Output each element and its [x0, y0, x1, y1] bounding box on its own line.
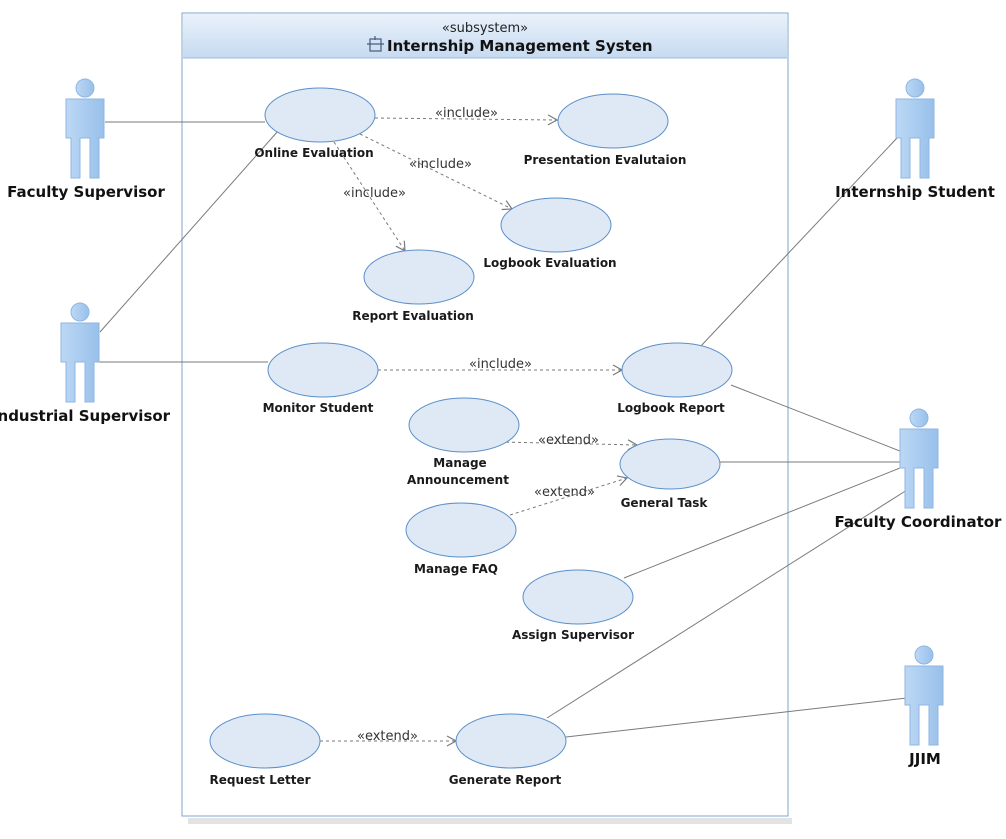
actor-figure-icon [899, 408, 939, 509]
system-title: Internship Management Systen [387, 37, 653, 55]
use-case-label: Manage FAQ [414, 562, 498, 576]
use-case-logbook-evaluation[interactable]: Logbook Evaluation [483, 197, 617, 270]
label-extend-faq: «extend» [534, 485, 595, 500]
actor-faculty-supervisor[interactable] [65, 78, 105, 179]
use-case-label: Logbook Evaluation [483, 256, 616, 270]
actor-label-faculty-coordinator: Faculty Coordinator [835, 513, 1003, 531]
label-include-presentation: «include» [435, 106, 498, 121]
use-case-label: Manage [433, 456, 486, 470]
associations [95, 121, 908, 738]
use-case-monitor-student[interactable]: Monitor Student [263, 342, 379, 415]
subsystem-icon [367, 36, 384, 52]
actor-figure-icon [895, 78, 935, 179]
system-header [183, 14, 787, 58]
relation-labels: «include» «include» «include» «include» … [343, 106, 599, 744]
label-extend-announcement: «extend» [538, 433, 599, 448]
actor-label-industrial-supervisor: Industrial Supervisor [0, 407, 171, 425]
label-extend-request-letter: «extend» [357, 729, 418, 744]
actor-figure-icon [904, 645, 944, 746]
include-arrow-report [333, 141, 406, 253]
actor-industrial-supervisor[interactable] [60, 302, 100, 403]
use-case-generate-report[interactable]: Generate Report [449, 713, 567, 787]
use-case-label: Generate Report [449, 773, 562, 787]
use-case-label: General Task [621, 496, 709, 510]
use-case-online-evaluation[interactable]: Online Evaluation [254, 87, 376, 160]
use-case-logbook-report[interactable]: Logbook Report [617, 342, 733, 415]
label-include-report: «include» [343, 186, 406, 201]
actors: Faculty Supervisor Industrial Supervisor… [0, 78, 1003, 768]
use-case-label: Online Evaluation [254, 146, 373, 160]
assoc-jjim-generate-report [565, 697, 908, 738]
use-case-label: Logbook Report [617, 401, 725, 415]
use-case-report-evaluation[interactable]: Report Evaluation [352, 249, 475, 323]
use-case-label: Report Evaluation [352, 309, 474, 323]
include-arrow-logbook [359, 133, 514, 211]
use-cases: Online Evaluation Presentation Evalutaio… [209, 87, 733, 787]
assoc-coordinator-logbook-report [730, 384, 906, 454]
assoc-coordinator-generate-report [546, 489, 908, 719]
include-arrow-presentation [374, 114, 559, 126]
assoc-industrial-supervisor-online-evaluation [99, 130, 279, 333]
label-include-logbook: «include» [409, 157, 472, 172]
actor-label-jjim: JJIM [908, 750, 941, 768]
assoc-coordinator-assign-supervisor [623, 465, 906, 579]
actor-figure-icon [60, 302, 100, 403]
use-case-request-letter[interactable]: Request Letter [209, 713, 321, 787]
use-case-label: Announcement [407, 473, 509, 487]
use-case-assign-supervisor[interactable]: Assign Supervisor [512, 569, 634, 642]
actor-jjim[interactable] [904, 645, 944, 746]
use-case-presentation-evaluation[interactable]: Presentation Evalutaion [524, 93, 687, 167]
use-case-label: Assign Supervisor [512, 628, 634, 642]
actor-label-faculty-supervisor: Faculty Supervisor [7, 183, 165, 201]
use-case-manage-faq[interactable]: Manage FAQ [405, 502, 517, 576]
system-stereotype: «subsystem» [442, 21, 528, 36]
extend-arrow-faq [509, 475, 629, 516]
assoc-internship-student-logbook-report [699, 137, 898, 348]
label-include-logbook-report: «include» [469, 357, 532, 372]
actor-faculty-coordinator[interactable] [899, 408, 939, 509]
use-case-manage-announcement[interactable]: Manage Announcement [407, 397, 520, 487]
use-case-label: Presentation Evalutaion [524, 153, 687, 167]
use-case-general-task[interactable]: General Task [619, 438, 721, 510]
dependencies [320, 114, 639, 747]
actor-internship-student[interactable] [895, 78, 935, 179]
actor-figure-icon [65, 78, 105, 179]
use-case-label: Request Letter [209, 773, 310, 787]
use-case-label: Monitor Student [263, 401, 374, 415]
actor-label-internship-student: Internship Student [835, 183, 995, 201]
extend-arrow-announcement [499, 439, 639, 451]
